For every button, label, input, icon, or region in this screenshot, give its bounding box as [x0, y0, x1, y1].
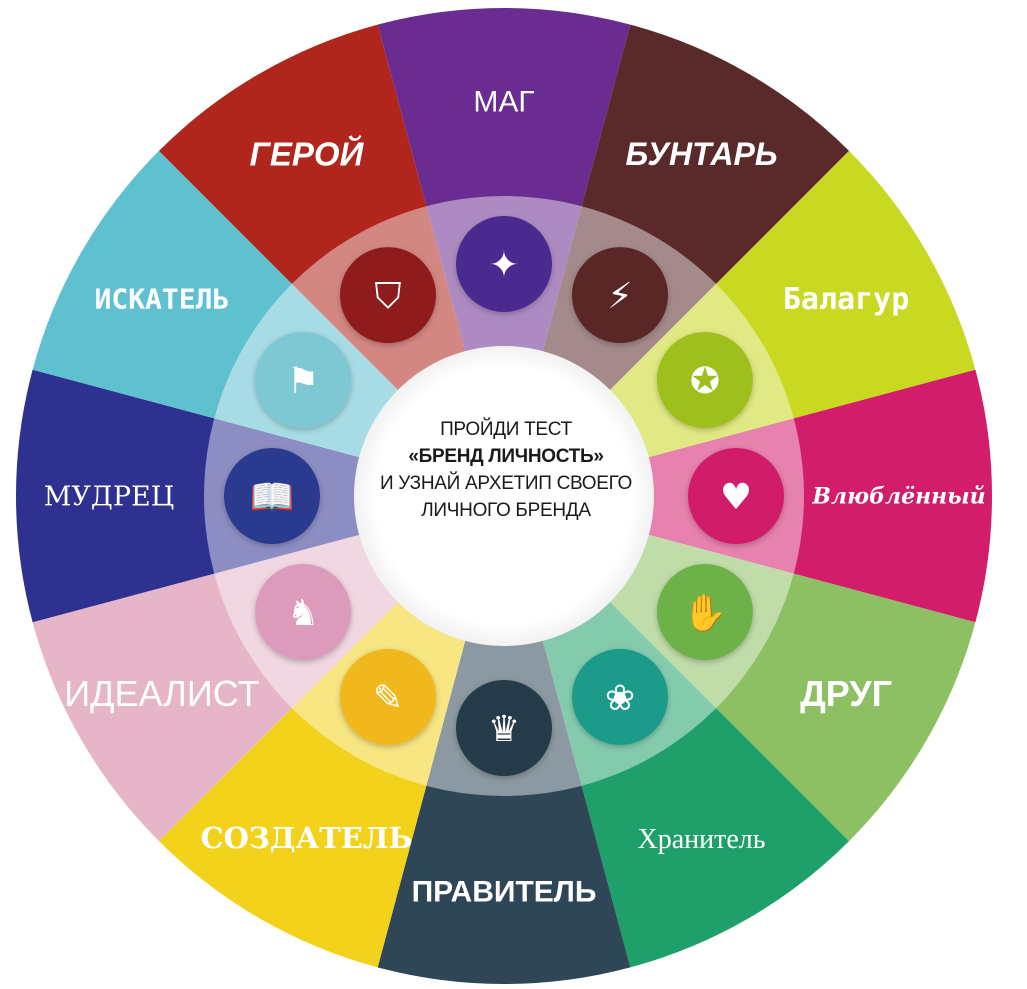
segment-label-10: МУДРЕЦ — [44, 481, 175, 512]
center-line-3: И УЗНАЙ АРХЕТИП СВОЕГО — [379, 473, 633, 494]
drawing-tablet-icon: ✎ — [373, 678, 403, 719]
galaxy-icon: ✦ — [489, 245, 519, 286]
crown-badge[interactable] — [456, 680, 552, 776]
drawing-tablet-badge[interactable] — [340, 648, 436, 745]
galaxy-badge[interactable] — [456, 216, 552, 312]
icon-ring: ✦ ⚡ ✪ ♥ ✋ ❀ ♛ ✎ ♞ 📖 ⚑ ⛉ — [224, 216, 784, 776]
party-popper-icon: ✪ — [690, 361, 720, 402]
spartan-helmet-badge[interactable] — [340, 247, 436, 344]
lips-heart-icon: ♥ — [720, 477, 752, 518]
road-pin-icon: ⚑ — [287, 361, 319, 402]
caring-hands-badge[interactable] — [572, 648, 668, 745]
segment-label-8: СОЗДАТЕЛЬ — [201, 821, 413, 855]
fist-lightning-icon: ⚡ — [607, 276, 632, 317]
pegasus-badge[interactable] — [255, 564, 352, 660]
spartan-helmet-icon: ⛉ — [374, 276, 401, 317]
center-circle — [354, 346, 654, 646]
caring-hands-icon: ❀ — [605, 678, 635, 719]
party-popper-badge[interactable] — [656, 332, 753, 428]
segment-label-3: Балагур — [783, 282, 909, 317]
handshake-icon: ✋ — [683, 592, 728, 634]
center-line-2: «БРЕНД ЛИЧНОСТЬ» — [408, 446, 604, 467]
segment-label-5: ДРУГ — [800, 673, 892, 714]
book-badge[interactable] — [224, 448, 320, 544]
center-text: ПРОЙДИ ТЕСТ «БРЕНД ЛИЧНОСТЬ» И УЗНАЙ АРХ… — [373, 416, 639, 524]
segment-label-12: ГЕРОЙ — [250, 134, 365, 172]
fist-lightning-badge[interactable] — [572, 247, 668, 344]
crown-icon: ♛ — [488, 709, 520, 750]
pegasus-icon: ♞ — [287, 593, 319, 634]
handshake-badge[interactable] — [656, 564, 753, 660]
lips-heart-badge[interactable] — [688, 448, 784, 544]
center-line-1: ПРОЙДИ ТЕСТ — [440, 419, 572, 440]
segment-label-6: Хранитель — [637, 824, 765, 855]
segment-label-9: ИДЕАЛИСТ — [64, 673, 259, 714]
segment-label-7: ПРАВИТЕЛЬ — [412, 876, 597, 909]
segment-label-1: МАГ — [473, 86, 534, 119]
segment-label-2: БУНТАРЬ — [625, 136, 777, 172]
segment-label-4: Влюблённый — [811, 484, 985, 510]
book-icon: 📖 — [250, 477, 295, 518]
road-pin-badge[interactable] — [255, 332, 352, 428]
segment-label-11: ИСКАТЕЛЬ — [94, 282, 229, 315]
center-line-4: ЛИЧНОГО БРЕНДА — [421, 500, 591, 521]
